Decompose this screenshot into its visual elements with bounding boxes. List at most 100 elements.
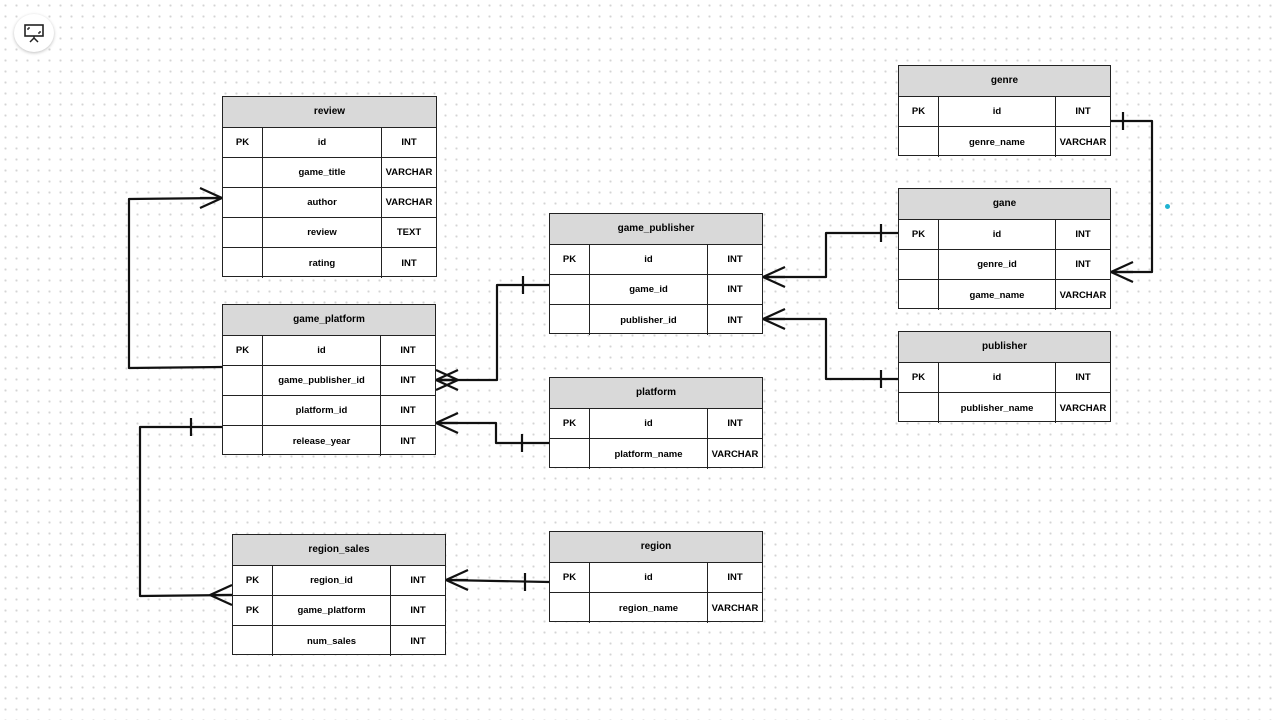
column-key bbox=[223, 396, 263, 425]
column-key bbox=[223, 218, 263, 247]
column-key: PK bbox=[550, 245, 590, 274]
column-type: INT bbox=[400, 405, 416, 416]
entity-row[interactable]: review TEXT bbox=[223, 218, 436, 248]
column-name: id bbox=[590, 409, 708, 438]
column-key: PK bbox=[233, 596, 273, 625]
entity-title: genre bbox=[899, 66, 1110, 97]
column-key: PK bbox=[223, 336, 263, 365]
column-name: publisher_id bbox=[590, 305, 708, 335]
column-name: platform_name bbox=[590, 439, 708, 469]
connector-game-publisher-publisher bbox=[763, 317, 898, 381]
column-name: id bbox=[590, 563, 708, 592]
column-type: INT bbox=[1075, 229, 1091, 240]
entity-title: region_sales bbox=[233, 535, 445, 566]
column-name: region_id bbox=[273, 566, 391, 595]
column-type: TEXT bbox=[396, 227, 422, 238]
column-type: VARCHAR bbox=[1059, 136, 1107, 148]
selection-handle[interactable] bbox=[1165, 204, 1170, 209]
crows-foot-gane-genre bbox=[1109, 260, 1134, 284]
column-type: VARCHAR bbox=[1059, 402, 1107, 414]
column-key: PK bbox=[899, 97, 939, 126]
crows-foot-region-sales-right bbox=[444, 568, 469, 592]
column-type: INT bbox=[727, 254, 743, 265]
column-name: game_id bbox=[590, 275, 708, 304]
connector-region-sales-region bbox=[445, 578, 550, 584]
column-name: num_sales bbox=[273, 626, 391, 656]
column-type: INT bbox=[1075, 372, 1091, 383]
column-key bbox=[899, 250, 939, 279]
column-name: game_title bbox=[263, 158, 382, 187]
column-type: VARCHAR bbox=[711, 602, 759, 614]
crows-foot-review bbox=[199, 186, 224, 210]
crows-foot-game-publisher-publisher bbox=[761, 307, 786, 331]
entity-title: region bbox=[550, 532, 762, 563]
column-key bbox=[550, 305, 590, 335]
column-key: PK bbox=[223, 128, 263, 157]
column-type: INT bbox=[727, 572, 743, 583]
crows-foot-game-platform-publisher-inner bbox=[434, 368, 459, 392]
column-name: author bbox=[263, 188, 382, 217]
connector-game-publisher-gane bbox=[763, 231, 898, 279]
entity-title: game_platform bbox=[223, 305, 435, 336]
connector-review-game-platform bbox=[127, 196, 223, 370]
crows-foot-game-platform-publisher bbox=[435, 368, 460, 392]
column-type: INT bbox=[1075, 259, 1091, 270]
connector-game-platform-game-publisher bbox=[436, 283, 549, 382]
entity-title: game_publisher bbox=[550, 214, 762, 245]
column-name: rating bbox=[263, 248, 382, 278]
presentation-button[interactable] bbox=[14, 14, 54, 52]
column-key bbox=[550, 593, 590, 623]
connector-genre-gane bbox=[1111, 119, 1154, 274]
entity-title: review bbox=[223, 97, 436, 128]
column-name: id bbox=[263, 336, 381, 365]
entity-row[interactable]: publisher_id INT bbox=[550, 305, 762, 335]
column-type: VARCHAR bbox=[711, 448, 759, 460]
column-type: INT bbox=[727, 314, 743, 326]
entity-row[interactable]: genre_id INT bbox=[899, 250, 1110, 280]
crows-foot-game-platform-platform bbox=[434, 411, 459, 435]
column-type: VARCHAR bbox=[385, 167, 433, 178]
column-key bbox=[223, 248, 263, 278]
column-name: genre_id bbox=[939, 250, 1056, 279]
entity-title: platform bbox=[550, 378, 762, 409]
column-name: review bbox=[263, 218, 382, 247]
column-type: VARCHAR bbox=[385, 197, 433, 208]
connector-game-platform-region-sales bbox=[138, 425, 233, 598]
crows-foot-region-sales-left bbox=[208, 583, 233, 607]
column-type: INT bbox=[410, 575, 426, 586]
column-name: game_platform bbox=[273, 596, 391, 625]
